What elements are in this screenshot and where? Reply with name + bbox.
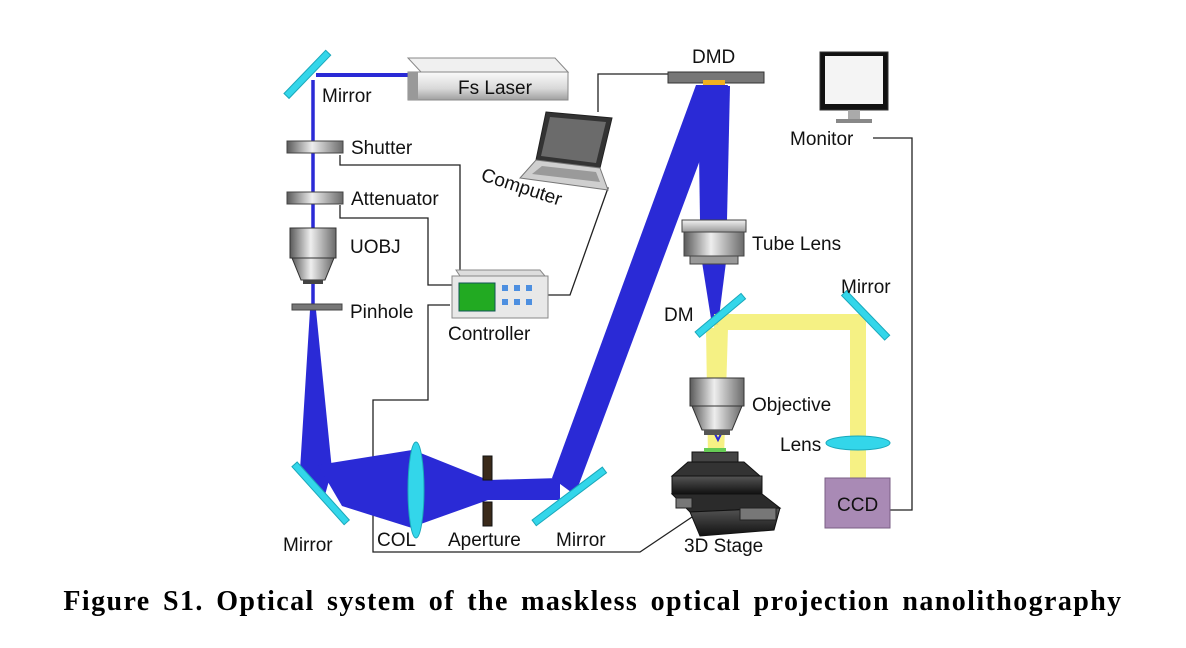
attenuator-device xyxy=(286,191,344,205)
label-dm: DM xyxy=(664,305,694,326)
mirrors xyxy=(283,49,891,527)
label-uobj: UOBJ xyxy=(350,237,401,258)
label-mirror-top: Mirror xyxy=(322,86,372,107)
controller-screen xyxy=(458,282,496,312)
label-pinhole: Pinhole xyxy=(350,302,413,323)
label-3d-stage: 3D Stage xyxy=(684,536,763,557)
label-dmd: DMD xyxy=(692,47,735,68)
wire-computer-dmd xyxy=(597,73,668,112)
label-aperture: Aperture xyxy=(448,530,521,551)
label-col: COL xyxy=(377,530,416,551)
label-shutter: Shutter xyxy=(351,138,413,159)
wire-controller-stage xyxy=(372,304,696,553)
mirror-bottom-mid xyxy=(531,466,608,527)
label-mirror-right: Mirror xyxy=(841,277,891,298)
laser-beam-to-dmd xyxy=(552,85,728,495)
dmd-device xyxy=(667,71,765,85)
imaging-beam-right-vertical xyxy=(850,316,866,478)
wire-monitor-ccd xyxy=(873,137,913,511)
label-mirror-bottom-mid: Mirror xyxy=(556,530,606,551)
wire-shutter-controller xyxy=(339,155,461,272)
aperture-device xyxy=(482,455,493,527)
wires xyxy=(339,73,913,553)
monitor-device xyxy=(819,51,889,123)
laser-beam-path xyxy=(300,73,730,528)
computer-laptop xyxy=(519,111,613,191)
shutter-device xyxy=(286,140,344,154)
laser-beam-aperture-to-mirror xyxy=(488,478,560,500)
wire-attenuator-controller xyxy=(339,205,452,286)
label-objective: Objective xyxy=(752,395,831,416)
optical-system-diagram: Fs Laser Mirror Shutter Attenuator UOBJ … xyxy=(283,47,913,557)
stage-3d-device xyxy=(670,448,782,537)
label-attenuator: Attenuator xyxy=(351,189,439,210)
tube-lens-device xyxy=(681,219,747,265)
figure-caption: Figure S1. Optical system of the maskles… xyxy=(63,586,1123,617)
mirror-top-left xyxy=(283,49,332,100)
objective-device xyxy=(689,377,745,435)
label-controller: Controller xyxy=(448,324,531,345)
collimator-lens xyxy=(407,441,425,539)
uobj-objective xyxy=(289,227,337,284)
mirror-bottom-left xyxy=(291,461,351,526)
label-ccd: CCD xyxy=(837,495,878,516)
imaging-lens xyxy=(825,435,891,451)
imaging-beam-horizontal xyxy=(714,314,864,330)
laser-beam-dmd-down xyxy=(698,86,730,220)
laser-beam-expanding xyxy=(300,310,332,495)
label-monitor: Monitor xyxy=(790,129,854,150)
fs-laser-device xyxy=(406,57,570,101)
label-mirror-bottom-left: Mirror xyxy=(283,535,333,556)
label-fs-laser: Fs Laser xyxy=(458,78,533,99)
laser-beam-to-col xyxy=(318,450,412,528)
pinhole-device xyxy=(291,303,343,311)
label-tube-lens: Tube Lens xyxy=(752,234,841,255)
controller-device xyxy=(451,269,549,319)
mirror-right xyxy=(840,289,891,341)
ccd-box xyxy=(824,477,891,529)
dichroic-mirror xyxy=(694,292,747,339)
laser-beam-col-to-aperture xyxy=(418,452,488,525)
laser-beam-tube-to-dm xyxy=(702,262,726,325)
label-lens: Lens xyxy=(780,435,821,456)
